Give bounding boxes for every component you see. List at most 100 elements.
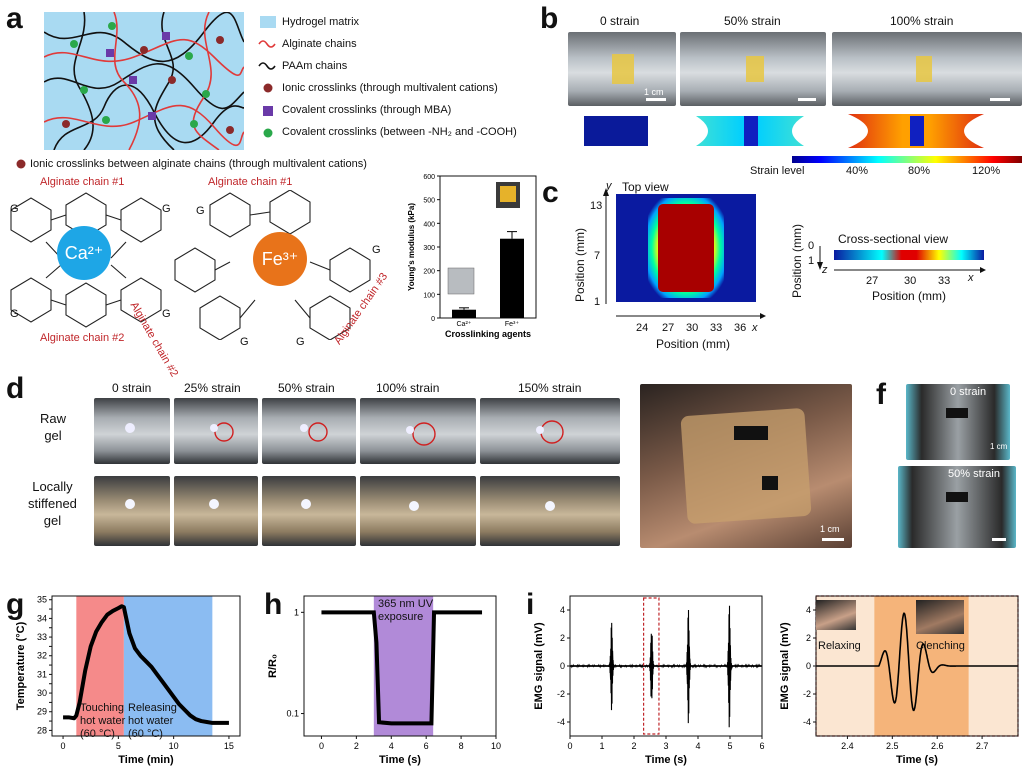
x-tick-label: 1 — [599, 741, 604, 751]
fe-g-label-right: G — [372, 244, 381, 256]
y-tick-label: -2 — [557, 689, 565, 699]
d-led-dots — [125, 499, 555, 511]
c-top-ytick-13: 13 — [590, 200, 603, 212]
ca-ion-circle: Ca²⁺ — [57, 226, 111, 280]
uv-region-label: 365 nm UV exposure — [378, 598, 434, 623]
y-tick-label: 500 — [423, 198, 435, 205]
ca-g-label-bottom-left: G — [10, 308, 19, 320]
legend-ionic-crosslinks: Ionic crosslinks (through multivalent ca… — [282, 82, 498, 94]
d-stiffened-gel-label: Locally stiffened gel — [28, 479, 77, 528]
y-tick-label: 34 — [37, 613, 47, 623]
c-cross-ytick-0: 0 — [808, 240, 815, 252]
fe-g-label-bottom-left: G — [240, 336, 249, 348]
colorbar-tick-120: 120% — [972, 165, 1001, 177]
ca-g-label-right: G — [162, 203, 171, 215]
fe-g-label-bottom-right: G — [296, 336, 305, 348]
y-tick-label: 1 — [294, 607, 299, 617]
c-cross-ytick-1: 1 — [808, 255, 815, 267]
release-region-label: Releasing hot water (60 °C) — [128, 702, 177, 740]
legend-paam-chains: PAAm chains — [282, 60, 348, 72]
ca-alginate-chain-1: Alginate chain #1 — [40, 176, 125, 188]
b-strain-maps — [584, 114, 1022, 163]
c-top-view-title: Top view — [622, 180, 669, 194]
y-tick-label: 0 — [560, 661, 565, 671]
c-top-xtick-27: 27 — [662, 322, 675, 334]
panel-label-i: i — [526, 588, 535, 621]
f-photo-50-strain: 50% strain — [898, 466, 1016, 548]
colorbar-label: Strain level — [750, 165, 805, 177]
panel-label-a: a — [6, 2, 23, 35]
c-y-axis-letter: y — [606, 180, 612, 192]
b-photo-50-strain — [680, 32, 826, 106]
fe-g-label-top: G — [196, 205, 205, 217]
d-raw-100 — [360, 398, 476, 464]
x-tick-label: 8 — [459, 741, 464, 751]
x-tick-label: 5 — [727, 741, 732, 751]
x-tick-label: 6 — [424, 741, 429, 751]
c-top-xtick-33: 33 — [710, 322, 723, 334]
c-top-xtick-36: 36 — [734, 322, 747, 334]
emg-full-ylabel: EMG signal (mV) — [533, 622, 545, 710]
d-damage-circles — [125, 420, 564, 446]
c-top-ylabel: Position (mm) — [573, 228, 587, 303]
release-region — [123, 596, 213, 736]
colorbar-tick-80: 80% — [908, 165, 931, 177]
y-tick-label: 32 — [37, 651, 47, 661]
ca-alginate-chain-2: Alginate chain #2 — [40, 332, 125, 344]
c-z-axis-letter: z — [822, 264, 828, 276]
x-tick-label: 10 — [491, 741, 501, 751]
fe-alginate-chain-1: Alginate chain #1 — [208, 176, 293, 188]
y-tick-label: -4 — [557, 717, 565, 727]
y-tick-label: 33 — [37, 632, 47, 642]
b-scale-label: 1 cm — [644, 87, 664, 97]
strain-colorbar — [792, 156, 1022, 163]
c-top-ytick-7: 7 — [594, 250, 601, 262]
relaxing-label: Relaxing — [818, 640, 861, 652]
x-tick-label: 3 — [663, 741, 668, 751]
plot-frame — [815, 595, 1019, 737]
e-wearable-photo: 1 cm — [640, 384, 852, 548]
y-tick-label: -4 — [803, 717, 811, 727]
x-tick-label: 15 — [224, 741, 234, 751]
c-cross-x-letter: x — [968, 272, 974, 284]
y-tick-label: 0.1 — [286, 709, 299, 719]
f-scale-label: 1 cm — [990, 442, 1008, 451]
alginate-chain-wave — [258, 40, 276, 48]
c-cross-xtick-30: 30 — [904, 275, 917, 287]
ca-g-label-left: G — [10, 203, 19, 215]
uv-exposure-region — [373, 596, 434, 736]
b-photo-0-strain: 1 cm — [568, 32, 676, 106]
temperature-line — [63, 604, 229, 725]
panel-label-h: h — [264, 588, 283, 621]
bar-0 — [452, 309, 476, 318]
youngs-modulus-chart: 0100200300400500600Ca²⁺Fe³⁺Crosslinking … — [407, 174, 537, 339]
hydrogel-matrix-swatch — [260, 16, 276, 28]
emg-zoom-trace — [816, 612, 1018, 712]
legend-hydrogel-matrix: Hydrogel matrix — [282, 16, 360, 28]
x-tick-label: 0 — [319, 741, 324, 751]
panel-label-g: g — [6, 588, 25, 621]
ca-ion-label: Ca²⁺ — [64, 242, 104, 263]
c-top-ytick-1: 1 — [594, 296, 601, 308]
crosslink-markers — [62, 22, 234, 134]
legend-mba-crosslinks: Covalent crosslinks (through MBA) — [282, 104, 452, 116]
y-tick-label: 2 — [560, 633, 565, 643]
panel-label-f: f — [876, 378, 886, 411]
touch-region-label: Touching hot water (60 °C) — [80, 702, 126, 740]
emg-full-xlabel: Time (s) — [645, 754, 687, 766]
temperature-xlabel: Time (min) — [118, 754, 174, 766]
amide-crosslink-star — [263, 128, 273, 138]
c-cross-xtick-33: 33 — [938, 275, 951, 287]
x-tick-label: 5 — [116, 741, 121, 751]
paam-chain-wave — [258, 62, 276, 70]
b-photo-100-strain — [832, 32, 1022, 106]
c-cross-xtick-27: 27 — [866, 275, 879, 287]
c-x-axis-letter: x — [752, 322, 758, 334]
hydrogel-network-schematic — [44, 12, 244, 150]
f-strain-50: 50% strain — [948, 468, 1000, 480]
y-tick-label: 31 — [37, 669, 47, 679]
ionic-crosslink-star — [263, 83, 273, 93]
c-top-xtick-30: 30 — [686, 322, 699, 334]
y-tick-label: 200 — [423, 269, 435, 276]
